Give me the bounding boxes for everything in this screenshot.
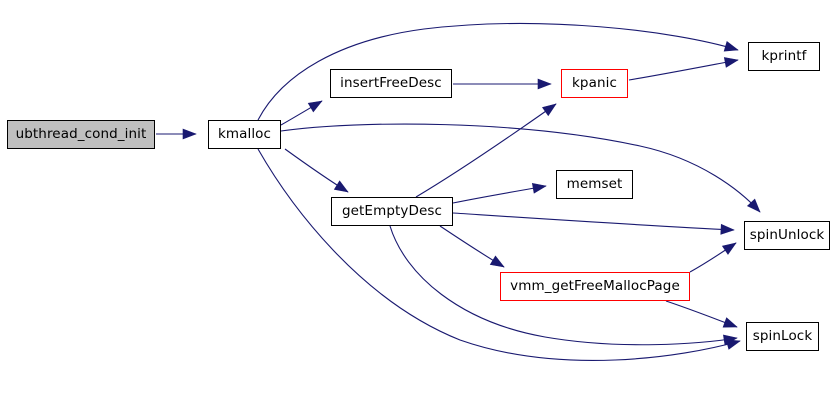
arrow-head-icon (722, 317, 738, 328)
node-label-kprintf: kprintf (761, 47, 807, 64)
node-insertFreeDesc[interactable]: insertFreeDesc (330, 69, 452, 98)
arrow-head-icon (746, 198, 761, 213)
node-label-spinUnlock: spinUnlock (749, 226, 825, 243)
edge-getEmptyDesc-to-kpanic (415, 103, 557, 198)
node-label-insertFreeDesc: insertFreeDesc (340, 74, 442, 91)
node-spinLock[interactable]: spinLock (746, 322, 819, 351)
arrow-head-icon (531, 182, 547, 194)
edge-vmm_getFreeMallocPage-to-spinUnlock (689, 242, 737, 273)
node-vmm_getFreeMallocPage[interactable]: vmm_getFreeMallocPage (500, 272, 690, 301)
node-label-spinLock: spinLock (752, 327, 813, 344)
edge-getEmptyDesc-to-spinUnlock (452, 212, 735, 235)
arrow-head-icon (182, 128, 197, 140)
edge-getEmptyDesc-to-vmm_getFreeMallocPage (439, 225, 505, 268)
node-label-ubthread_cond_init: ubthread_cond_init (15, 125, 147, 142)
arrow-head-icon (723, 57, 739, 68)
arrow-head-icon (723, 41, 739, 52)
arrow-head-icon (720, 223, 735, 235)
edge-kpanic-to-kprintf (628, 57, 739, 81)
node-getEmptyDesc[interactable]: getEmptyDesc (331, 197, 453, 226)
edge-insertFreeDesc-to-kpanic (453, 78, 552, 90)
node-ubthread_cond_init[interactable]: ubthread_cond_init (7, 120, 155, 149)
node-memset[interactable]: memset (556, 170, 633, 199)
node-spinUnlock[interactable]: spinUnlock (744, 221, 830, 250)
edge-getEmptyDesc-to-spinLock (389, 225, 738, 346)
edge-ubthread_cond_init-to-kmalloc (156, 128, 197, 140)
node-kpanic[interactable]: kpanic (561, 69, 628, 98)
arrow-head-icon (307, 100, 323, 113)
edge-kmalloc-to-kprintf (257, 22, 739, 121)
edge-kmalloc-to-spinUnlock (280, 123, 761, 213)
node-kmalloc[interactable]: kmalloc (208, 120, 281, 149)
node-label-kpanic: kpanic (572, 74, 617, 91)
edge-getEmptyDesc-to-memset (452, 182, 547, 204)
node-label-getEmptyDesc: getEmptyDesc (341, 202, 443, 219)
node-label-kmalloc: kmalloc (217, 125, 272, 142)
arrow-head-icon (489, 255, 505, 268)
arrow-head-icon (721, 242, 737, 255)
node-kprintf[interactable]: kprintf (748, 42, 820, 71)
arrow-head-icon (537, 78, 552, 90)
arrow-head-icon (541, 103, 557, 117)
edge-kmalloc-to-insertFreeDesc (280, 100, 323, 126)
edge-kmalloc-to-getEmptyDesc (284, 148, 349, 193)
arrow-head-icon (723, 334, 738, 346)
arrow-head-icon (333, 180, 349, 193)
node-label-memset: memset (566, 175, 623, 192)
edge-vmm_getFreeMallocPage-to-spinLock (665, 300, 738, 328)
node-label-vmm_getFreeMallocPage: vmm_getFreeMallocPage (510, 277, 680, 294)
